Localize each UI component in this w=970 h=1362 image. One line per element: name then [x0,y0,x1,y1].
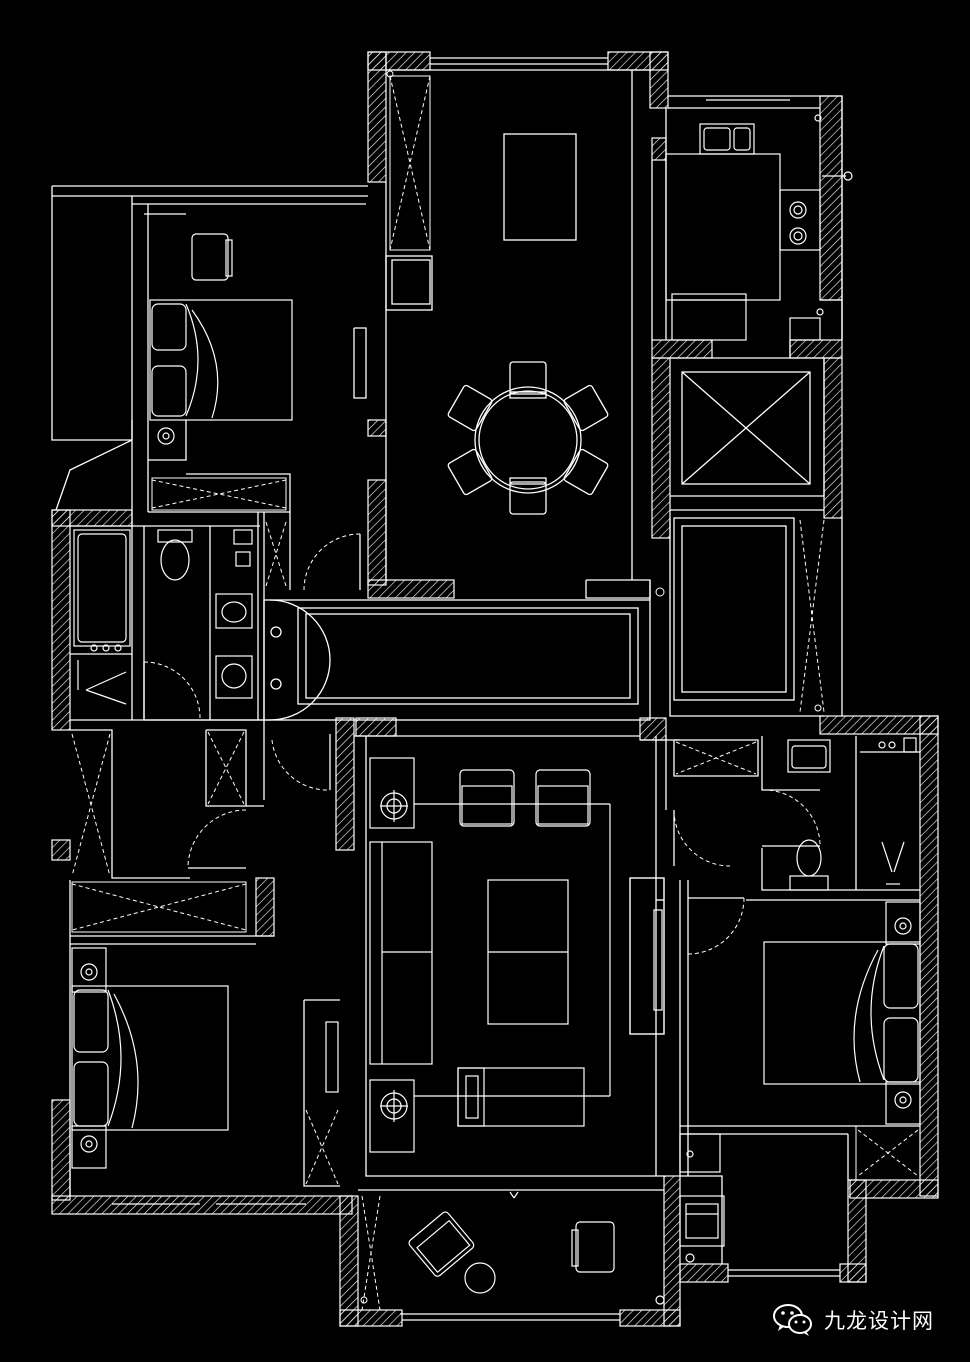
living-room [369,757,665,1153]
door-swings [143,533,821,955]
structural-walls [51,51,939,1327]
corridor-cabinet [269,599,639,721]
dining-area [385,133,609,515]
window-marks [360,70,822,1304]
watermark-text: 九龙设计网 [824,1309,934,1333]
closets [71,75,921,1311]
bedroom-right [763,901,921,1125]
bathroom-right [787,737,920,891]
bathroom-left [73,529,253,705]
elevator-shaft [673,371,811,701]
bedroom-bottom-left [71,947,339,1169]
door-leaves [143,534,820,899]
watermark: 九龙设计网 [772,1300,934,1340]
laundry-area [679,1133,725,1263]
kitchen-fixtures [665,114,853,341]
wechat-icon [773,1304,812,1336]
balcony-bottom [408,1191,665,1305]
bedroom-top-left [144,213,293,445]
